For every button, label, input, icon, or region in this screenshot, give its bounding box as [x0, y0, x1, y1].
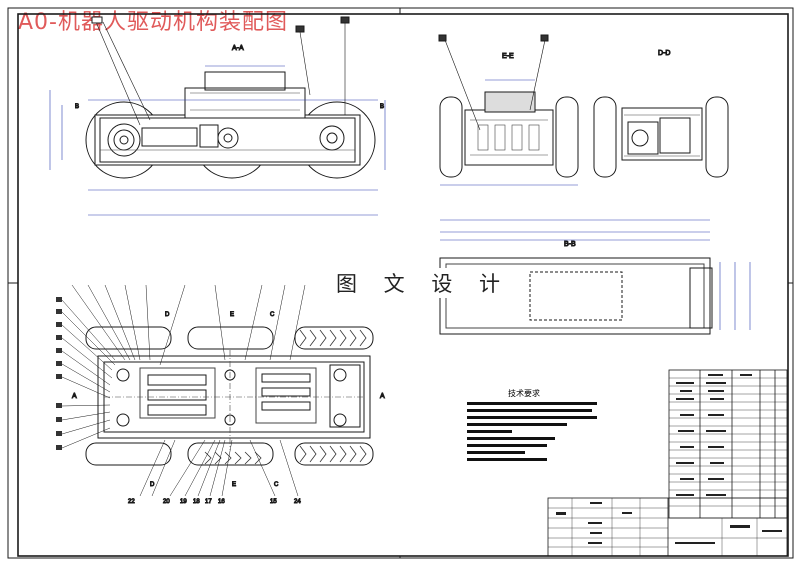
part-number-18: 18: [193, 499, 200, 505]
view-label-e-e: E-E: [502, 53, 514, 60]
part-number-22: 22: [128, 499, 135, 505]
section-mark-a: A: [72, 393, 77, 400]
plan-view: A A D D E E C C: [56, 284, 386, 506]
section-mark-c-bottom: C: [274, 482, 279, 488]
part-number-24: 24: [294, 499, 301, 505]
section-mark-a-right: A: [380, 393, 385, 400]
view-label-b-b: B-B: [564, 241, 576, 248]
section-mark-d-bottom: D: [150, 482, 155, 488]
section-mark-b-right: B: [380, 104, 384, 110]
section-mark-c-top: C: [270, 312, 275, 318]
part-number-17: 17: [205, 499, 212, 505]
section-mark-e-bottom: E: [232, 482, 236, 488]
view-d-d: D-D: [593, 50, 729, 178]
part-number-19: 19: [180, 499, 187, 505]
watermark-text: 图 文 设 计: [330, 268, 517, 298]
view-a-a: A-A: [49, 16, 386, 216]
sheet-border: [7, 7, 794, 559]
parts-list-table: [668, 369, 788, 519]
view-label-d-d: D-D: [658, 50, 670, 57]
technical-requirements-title: 技术要求: [508, 389, 540, 398]
part-number-16: 16: [218, 499, 225, 505]
section-mark-d-top: D: [165, 312, 170, 318]
view-label-a-a: A-A: [232, 45, 244, 52]
view-e-e: E-E: [438, 34, 579, 186]
section-mark-a-left: B: [75, 104, 79, 110]
technical-requirements-lines: [467, 402, 597, 461]
section-mark-e-top: E: [230, 312, 234, 318]
title-block: [547, 497, 788, 557]
part-number-15: 15: [270, 499, 277, 505]
part-number-20: 20: [163, 499, 170, 505]
